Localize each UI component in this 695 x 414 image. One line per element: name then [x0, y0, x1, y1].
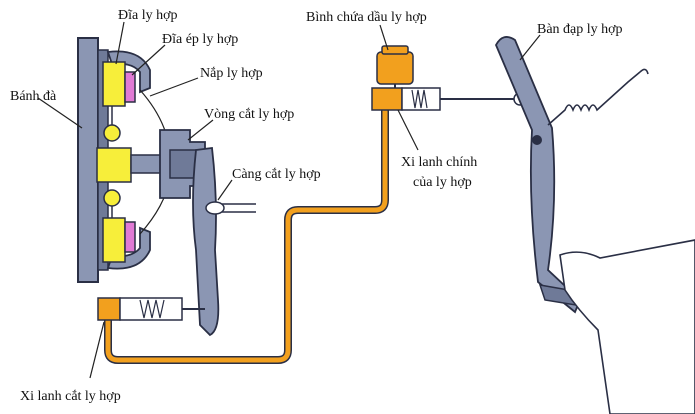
pressure-plate-bottom — [124, 221, 136, 253]
label-dia-ep-ly-hop: Đĩa ép ly hợp — [162, 32, 238, 47]
slave-cylinder — [97, 297, 205, 321]
flywheel — [77, 37, 99, 283]
clutch-disc-top — [102, 61, 126, 107]
label-nap-ly-hop: Nắp ly hợp — [200, 66, 263, 81]
label-vong-cat-ly-hop: Vòng cắt ly hợp — [204, 107, 294, 122]
label-xi-lanh-cat-ly-hop: Xi lanh cắt ly hợp — [20, 389, 121, 404]
label-ban-dap-ly-hop: Bàn đạp ly hợp — [537, 22, 623, 37]
return-spring — [547, 71, 641, 126]
label-xi-lanh-chinh-2: của ly hợp — [413, 175, 472, 190]
pressure-plate-top — [124, 71, 136, 103]
clutch-assembly — [77, 37, 256, 337]
label-xi-lanh-chinh-1: Xi lanh chính — [401, 155, 477, 170]
fluid-reservoir — [376, 45, 414, 88]
label-cang-cat-ly-hop: Càng cắt ly hợp — [232, 167, 321, 182]
label-banh-da: Bánh đà — [10, 89, 57, 104]
label-dia-ly-hop: Đĩa ly hợp — [118, 8, 178, 23]
release-fork — [192, 146, 220, 337]
driver-foot — [559, 239, 695, 414]
label-binh-chua-dau-ly-hop: Bình chứa dầu ly hợp — [306, 10, 427, 25]
master-cylinder — [371, 87, 527, 111]
clutch-disc-bottom — [102, 217, 126, 263]
